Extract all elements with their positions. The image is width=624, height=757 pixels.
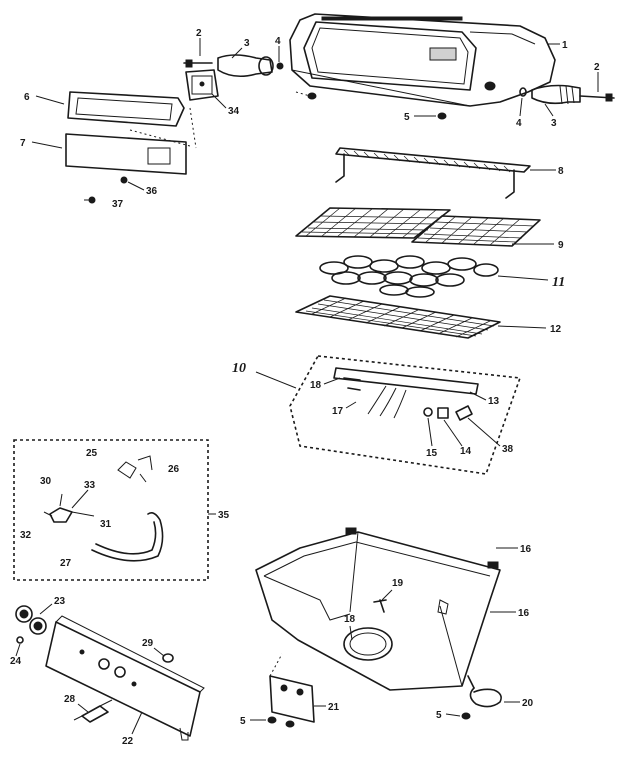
- callout-16-top: 16: [520, 544, 532, 555]
- callout-6: 6: [24, 92, 30, 103]
- warming-rack: [335, 147, 531, 199]
- callout-16-side: 16: [518, 608, 530, 619]
- callout-2-left: 2: [196, 28, 202, 39]
- callout-11: 11: [552, 275, 565, 290]
- burner-assembly: [289, 355, 522, 475]
- callout-19: 19: [392, 578, 404, 589]
- callout-12: 12: [550, 324, 562, 335]
- callout-26: 26: [168, 464, 180, 475]
- grease-cup-holder: [461, 675, 502, 720]
- callout-38: 38: [502, 444, 514, 455]
- callout-37: 37: [112, 199, 124, 210]
- callout-15: 15: [426, 448, 438, 459]
- callout-36: 36: [146, 186, 158, 197]
- callout-34: 34: [228, 106, 240, 117]
- callout-2-right: 2: [594, 62, 600, 73]
- callout-31: 31: [100, 519, 112, 530]
- left-handle-assembly: [183, 54, 284, 78]
- heat-shield-panel: [267, 653, 315, 728]
- callout-13: 13: [488, 396, 500, 407]
- callout-1: 1: [562, 40, 568, 51]
- callout-17: 17: [332, 406, 344, 417]
- rock-grate: [295, 295, 501, 339]
- firebox: [255, 527, 501, 691]
- callout-4-right: 4: [516, 118, 522, 129]
- callout-21: 21: [328, 702, 340, 713]
- callout-23: 23: [54, 596, 66, 607]
- callout-30: 30: [40, 476, 52, 487]
- callout-5-top: 5: [404, 112, 410, 123]
- callout-18-bottom: 18: [344, 614, 356, 625]
- callout-20: 20: [522, 698, 534, 709]
- callout-27: 27: [60, 558, 72, 569]
- callout-3-right: 3: [551, 118, 557, 129]
- ignitor-kit: [13, 439, 209, 581]
- callout-18-top: 18: [310, 380, 322, 391]
- callout-5-bottom-right: 5: [436, 710, 442, 721]
- callout-5-bottom-left: 5: [240, 716, 246, 727]
- right-handle-assembly: [519, 84, 615, 105]
- callout-33: 33: [84, 480, 96, 491]
- control-panel: [15, 605, 205, 741]
- callout-4-left: 4: [275, 36, 281, 47]
- callout-32: 32: [20, 530, 32, 541]
- callout-29: 29: [142, 638, 154, 649]
- cooking-grates: [295, 207, 541, 247]
- callout-22: 22: [122, 736, 134, 747]
- lid-window-assembly: [65, 69, 219, 204]
- callout-35: 35: [218, 510, 230, 521]
- grill-lid: [289, 13, 556, 107]
- callout-7: 7: [20, 138, 26, 149]
- callout-9: 9: [558, 240, 564, 251]
- callout-8: 8: [558, 166, 564, 177]
- callout-24: 24: [10, 656, 22, 667]
- callout-14: 14: [460, 446, 472, 457]
- callout-3-left: 3: [244, 38, 250, 49]
- callout-10: 10: [232, 361, 246, 376]
- callout-25: 25: [86, 448, 98, 459]
- lava-rocks: [319, 255, 499, 298]
- callout-28: 28: [64, 694, 76, 705]
